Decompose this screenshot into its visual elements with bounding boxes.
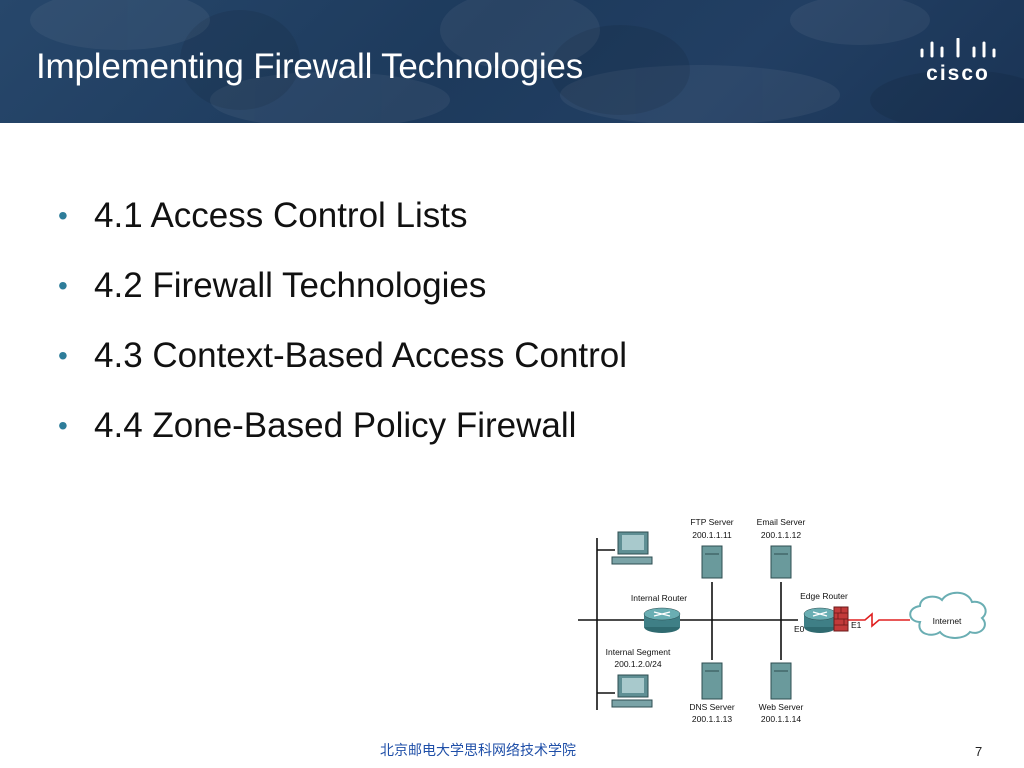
internal-router-icon	[643, 607, 681, 633]
slide-title: Implementing Firewall Technologies	[36, 47, 583, 86]
bullet-item: • 4.2 Firewall Technologies	[58, 266, 627, 336]
dns-server-icon	[701, 662, 723, 700]
dns-server-label: DNS Server	[689, 702, 735, 712]
internal-segment-subnet: 200.1.2.0/24	[614, 659, 662, 669]
network-links	[578, 538, 798, 710]
bullet-icon: •	[58, 410, 68, 441]
bullet-item: • 4.3 Context-Based Access Control	[58, 336, 627, 406]
email-server-ip: 200.1.1.12	[761, 530, 801, 540]
ftp-server-ip: 200.1.1.11	[692, 530, 732, 540]
title-banner: Implementing Firewall Technologies cisco	[0, 0, 1024, 123]
bullet-text: 4.4 Zone-Based Policy Firewall	[94, 406, 577, 445]
bullet-icon: •	[58, 200, 68, 231]
interface-e0-label: E0	[794, 624, 805, 634]
web-server-ip: 200.1.1.14	[761, 714, 801, 724]
bullet-icon: •	[58, 270, 68, 301]
bullet-item: • 4.4 Zone-Based Policy Firewall	[58, 406, 627, 476]
edge-router-label: Edge Router	[800, 591, 848, 601]
banner-texture	[30, 0, 1024, 123]
internal-segment-label: Internal Segment	[606, 647, 671, 657]
internal-router-label: Internal Router	[631, 593, 687, 603]
cisco-logo-bars-icon	[920, 37, 996, 58]
internet-cloud-icon	[909, 591, 987, 639]
email-server-icon	[770, 545, 792, 579]
dns-server-ip: 200.1.1.13	[692, 714, 732, 724]
web-server-label: Web Server	[759, 702, 804, 712]
ftp-server-icon	[701, 545, 723, 579]
bullet-text: 4.2 Firewall Technologies	[94, 266, 487, 305]
logo-text: cisco	[926, 62, 990, 85]
pc-icon	[611, 531, 653, 565]
cisco-logo: cisco	[916, 37, 1000, 90]
ftp-server-label: FTP Server	[690, 517, 733, 527]
bullet-list: • 4.1 Access Control Lists • 4.2 Firewall …	[58, 196, 627, 476]
pc-icon	[611, 674, 653, 708]
bullet-text: 4.3 Context-Based Access Control	[94, 336, 628, 375]
internet-label: Internet	[933, 616, 962, 626]
email-server-label: Email Server	[757, 517, 806, 527]
interface-e1-label: E1	[851, 620, 862, 630]
bullet-item: • 4.1 Access Control Lists	[58, 196, 627, 266]
bullet-icon: •	[58, 340, 68, 371]
internet-link	[848, 612, 910, 628]
footer-institution: 北京邮电大学思科网络技术学院	[380, 743, 576, 759]
edge-router-icon	[803, 607, 837, 633]
firewall-icon	[833, 606, 849, 632]
network-topology-diagram: FTP Server 200.1.1.11 Email Server 200.1…	[578, 517, 987, 724]
web-server-icon	[770, 662, 792, 700]
bullet-text: 4.1 Access Control Lists	[94, 196, 468, 235]
page-number: 7	[975, 744, 983, 759]
